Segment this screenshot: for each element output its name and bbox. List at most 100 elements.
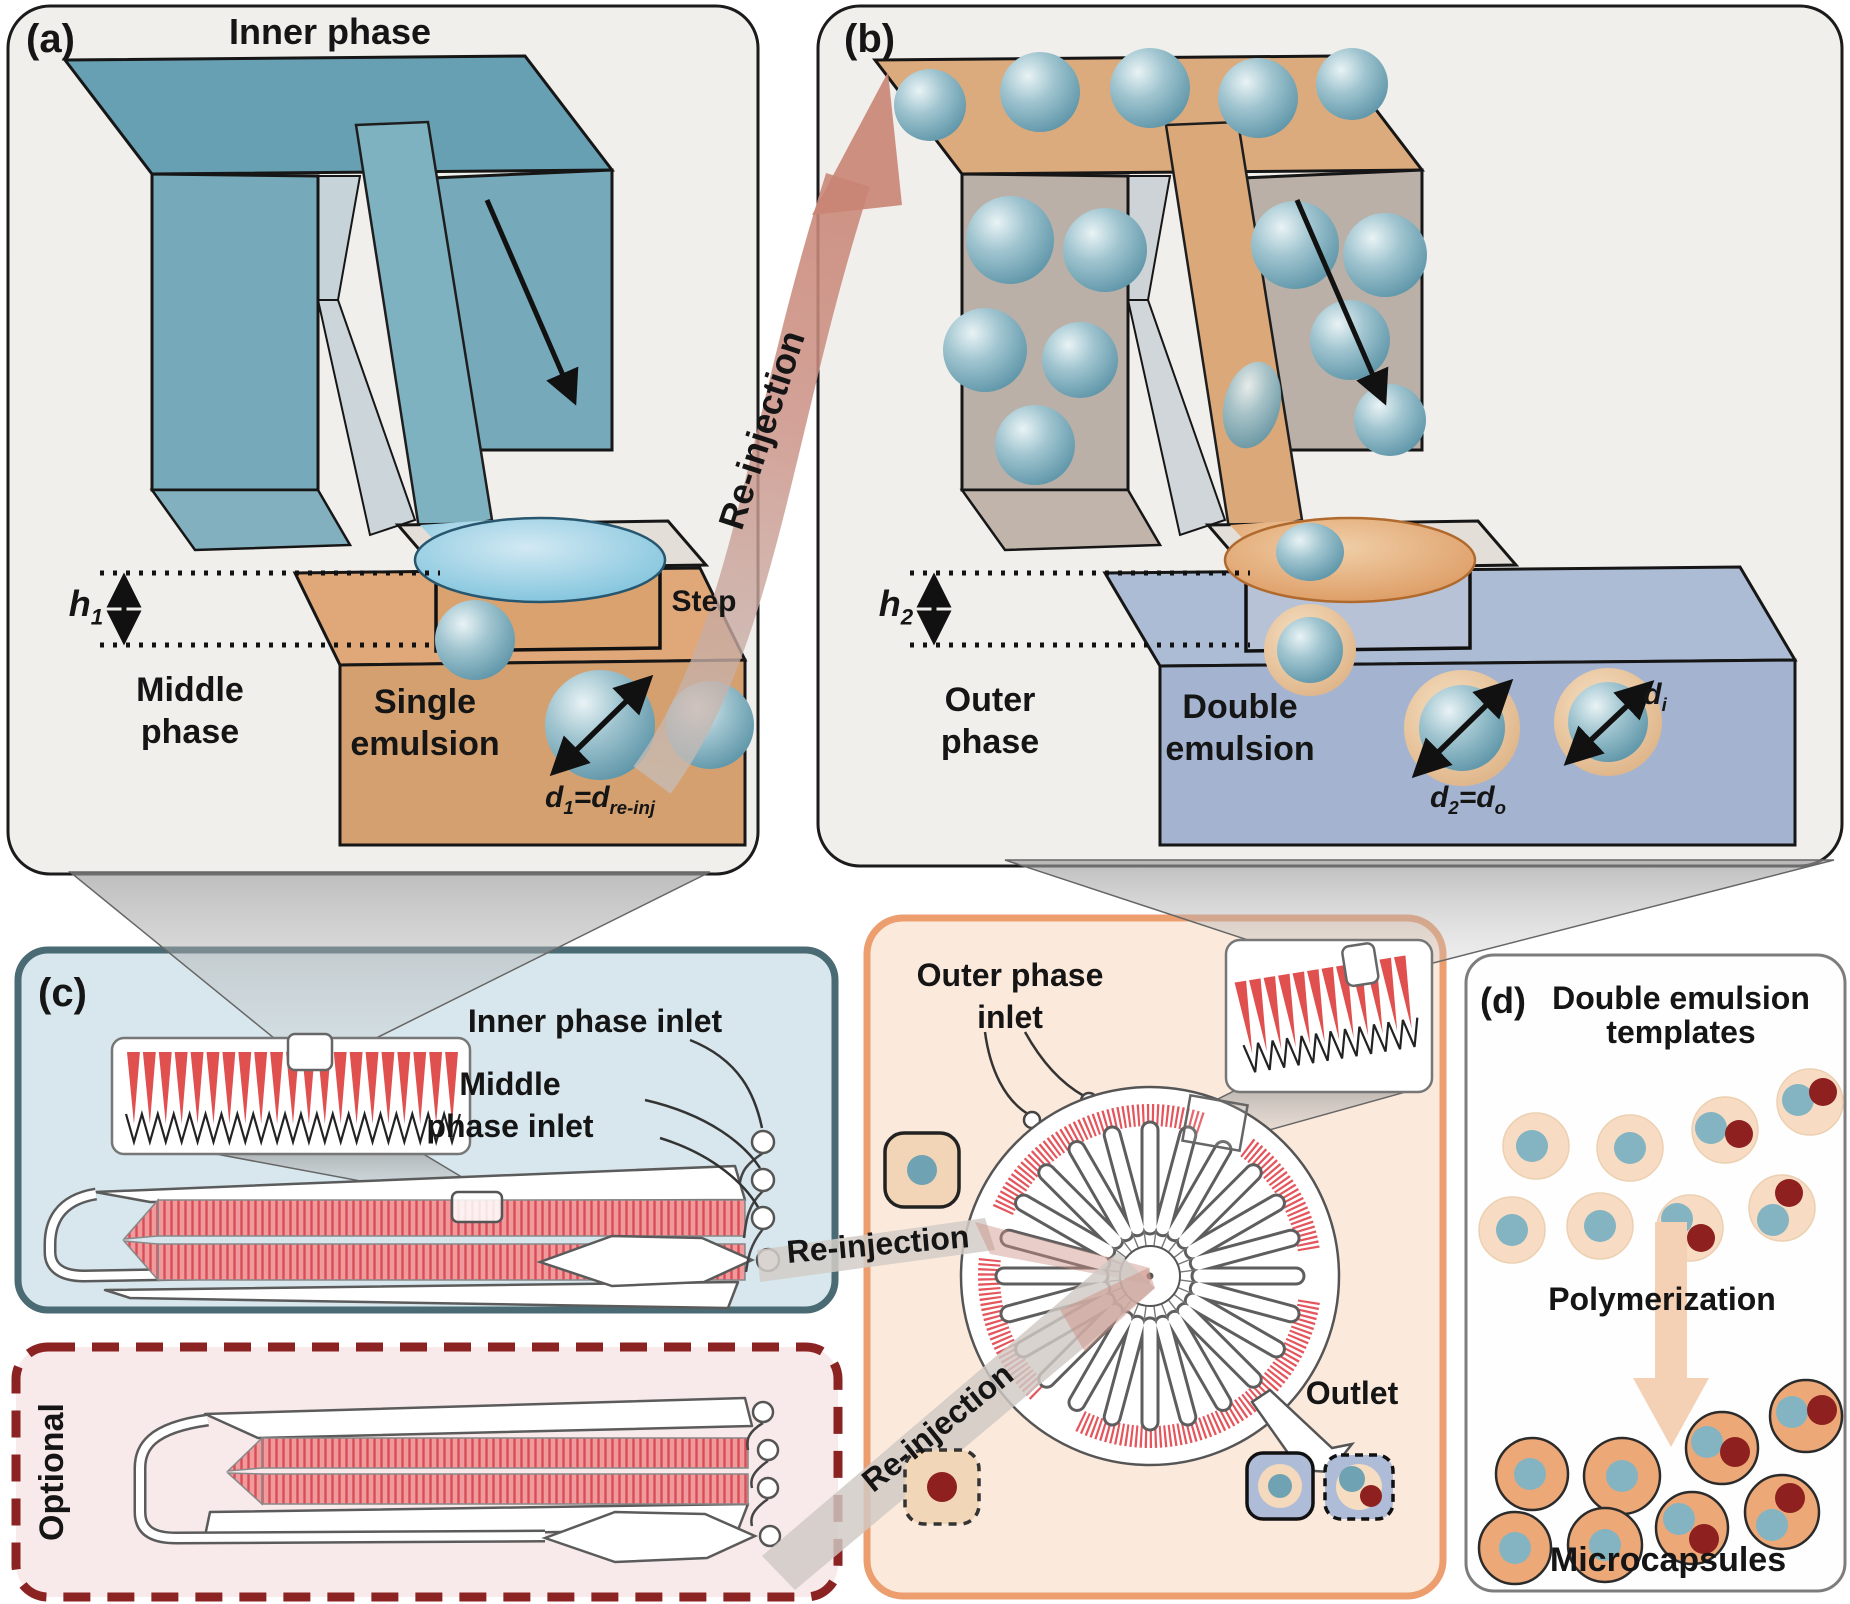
label-connector [659, 1136, 760, 1208]
step-terrace-b [1204, 516, 1520, 604]
reinjected-droplet [894, 69, 966, 141]
nozzle-zigzag [124, 1109, 462, 1147]
template-core-teal [1757, 1204, 1789, 1236]
nozzle [238, 1052, 252, 1124]
nozzle-zigzag [1242, 1017, 1419, 1073]
nozzle-inset-c [110, 1032, 472, 1156]
template-core-red [1687, 1224, 1715, 1252]
nozzle [254, 1052, 268, 1124]
h1-dimension [100, 570, 440, 648]
single-emulsion-icon [883, 1131, 961, 1209]
microcapsule-core-red [1689, 1524, 1719, 1554]
microcapsule-core-teal [1514, 1458, 1546, 1490]
flow-arrow-a [484, 199, 579, 406]
chip-notch [450, 1190, 504, 1224]
mixing-petal-inner [1002, 1231, 1109, 1270]
nozzle [158, 1052, 172, 1124]
microcapsule-core-teal [1663, 1503, 1695, 1535]
nozzle [349, 1052, 363, 1124]
mixing-petal-inner [1040, 1166, 1122, 1248]
reinjected-droplet [1316, 48, 1388, 120]
red-ring-arc [978, 1258, 1046, 1400]
nozzle [206, 1052, 220, 1124]
nozzle [1292, 971, 1311, 1045]
polymerization-arrow [1633, 1222, 1709, 1447]
nozzle [1234, 980, 1253, 1055]
inlet-port [750, 1167, 776, 1193]
h2-dimension [910, 570, 1250, 648]
nozzle [142, 1052, 156, 1124]
red-ring-arc [1074, 1299, 1320, 1449]
mixing-petal-inner [1178, 1304, 1260, 1386]
nozzle [1307, 969, 1325, 1043]
mixing-petal-inner [1105, 1317, 1144, 1424]
reinjected-droplet [1310, 300, 1390, 380]
nozzle [1335, 964, 1354, 1038]
microcapsule-core-teal [1691, 1426, 1723, 1458]
nozzle [397, 1052, 411, 1124]
middle-phase-inlet-label-2: phase inlet [426, 1108, 594, 1145]
nozzle [1393, 955, 1412, 1029]
reinjected-droplet [1063, 208, 1147, 292]
inlet-port [756, 1438, 780, 1462]
diameter-arrow-di [1563, 680, 1655, 766]
microcapsule-core-teal [1606, 1460, 1638, 1492]
mixing-petal-inner [1070, 1312, 1132, 1409]
droplet-in-tongue [1276, 523, 1344, 581]
nozzle-band [261, 1437, 749, 1469]
mixing-petal-inner [1017, 1196, 1114, 1258]
d1-label: d1=dre-inj [545, 781, 655, 819]
nozzle [1379, 957, 1398, 1032]
inlet-port [750, 1205, 776, 1231]
nozzle [1263, 976, 1282, 1050]
reinjected-droplet [1343, 213, 1427, 297]
double-emulsion-label-1: Double [1182, 687, 1298, 726]
nozzle [429, 1052, 443, 1124]
reinjection-band-1 [757, 1218, 995, 1282]
step-terrace [394, 516, 710, 604]
nozzle [222, 1052, 236, 1124]
mixing-petal-inner [1105, 1128, 1144, 1235]
liquid-tongue-b [1223, 516, 1477, 604]
reinjected-droplet [1000, 52, 1080, 132]
outer-phase-label-1: Outer [944, 680, 1036, 719]
template-core-teal [1584, 1210, 1616, 1242]
inner-phase-inlet-label: Inner phase inlet [467, 1003, 723, 1040]
panel-c-tag: (c) [38, 971, 87, 1015]
nozzle [381, 1052, 395, 1124]
template-core-red [1775, 1179, 1803, 1207]
template-droplets [1478, 1068, 1844, 1264]
nozzle [1249, 978, 1267, 1052]
microcapsule-core-teal [1776, 1396, 1808, 1428]
step-label: Step [671, 585, 737, 619]
panel-b-tag: (b) [844, 17, 896, 61]
reinjection-band-2 [762, 1252, 1155, 1590]
mixing-petal-inner [1168, 1143, 1230, 1240]
reinjected-droplet [966, 196, 1054, 284]
reinjected-droplet [1218, 58, 1298, 138]
ring-magnifier-box [1180, 1093, 1250, 1153]
nozzle [190, 1052, 204, 1124]
nozzle [333, 1052, 347, 1124]
inner-phase-label: Inner phase [228, 10, 432, 52]
mixing-petal-inner [1186, 1196, 1283, 1258]
chip-c [43, 1038, 781, 1310]
reinjected-droplet [1110, 48, 1190, 128]
panel-a-tag: (a) [26, 17, 75, 61]
nozzle [413, 1052, 427, 1124]
templates-title: Double emulsion templates [1552, 980, 1810, 1050]
template-core-teal [1516, 1130, 1548, 1162]
liquid-tongue-a [413, 516, 667, 604]
template-core-teal [1782, 1084, 1814, 1116]
single-emulsion-label-2: emulsion [350, 724, 500, 763]
mixing-petal-inner [1191, 1231, 1298, 1270]
nozzle [1278, 973, 1296, 1048]
diameter-arrow-d1 [549, 674, 654, 777]
h2-label: h2 [878, 583, 914, 630]
inlet-port [751, 1400, 775, 1424]
nozzle [445, 1052, 458, 1124]
h1-label: h1 [68, 583, 104, 630]
inlet-port [750, 1129, 776, 1155]
microcapsule-core-red [1775, 1483, 1805, 1513]
